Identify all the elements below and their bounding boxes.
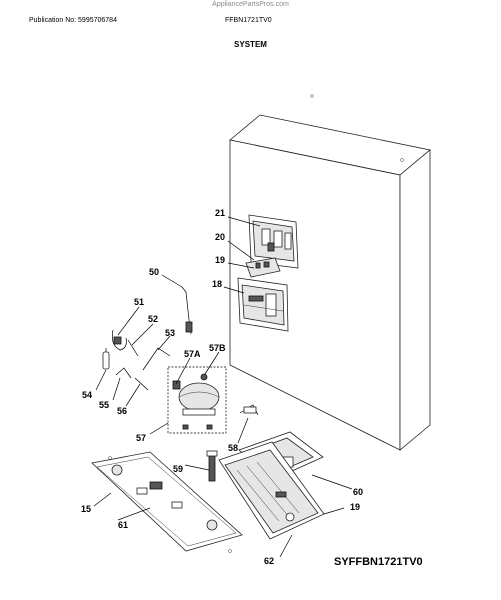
callout-19-lower: 19 xyxy=(350,502,360,512)
leader-lines xyxy=(93,216,353,558)
watermark: AppliancePartsPros.com xyxy=(212,1,289,8)
callout-53: 53 xyxy=(165,328,175,338)
model-number: FFBN1721TV0 xyxy=(225,17,272,24)
callout-19: 19 xyxy=(215,255,225,265)
filter-drier xyxy=(102,348,110,370)
rear-access-cover xyxy=(218,441,325,540)
bent-tube xyxy=(142,347,171,371)
drain-tube xyxy=(181,286,193,335)
refrigerator-cabinet xyxy=(229,94,431,451)
callout-57b: 57B xyxy=(209,343,226,353)
callout-labels: 21 20 19 18 50 51 52 53 57A 57B 54 55 56… xyxy=(81,208,363,566)
suction-tube xyxy=(115,367,132,379)
callout-51: 51 xyxy=(134,297,144,307)
callout-21: 21 xyxy=(215,208,225,218)
overload-relay xyxy=(111,329,127,351)
callout-58: 58 xyxy=(228,443,238,453)
callout-18: 18 xyxy=(212,279,222,289)
drain-connector xyxy=(206,450,218,482)
callout-62: 62 xyxy=(264,556,274,566)
callout-20: 20 xyxy=(215,232,225,242)
callout-57: 57 xyxy=(136,433,146,443)
callout-50: 50 xyxy=(149,267,159,277)
callout-55: 55 xyxy=(99,400,109,410)
callout-52: 52 xyxy=(148,314,158,324)
discharge-tube xyxy=(134,377,149,391)
section-title: SYSTEM xyxy=(234,40,267,49)
base-plate xyxy=(91,451,243,553)
compressor-assembly xyxy=(167,366,227,434)
callout-59: 59 xyxy=(173,464,183,474)
callout-57a: 57A xyxy=(184,349,201,359)
evaporator xyxy=(237,277,289,332)
diagram-code: SYFFBN1721TV0 xyxy=(334,556,423,568)
connector-tube xyxy=(127,339,139,357)
callout-15: 15 xyxy=(81,504,91,514)
condenser-fan-motor xyxy=(239,404,259,416)
callout-61: 61 xyxy=(118,520,128,530)
publication-number: Publication No: 5995706784 xyxy=(29,17,117,24)
callout-56: 56 xyxy=(117,406,127,416)
callout-54: 54 xyxy=(82,390,92,400)
callout-60: 60 xyxy=(353,487,363,497)
control-board xyxy=(245,257,281,278)
evaporator-cover xyxy=(248,214,299,269)
